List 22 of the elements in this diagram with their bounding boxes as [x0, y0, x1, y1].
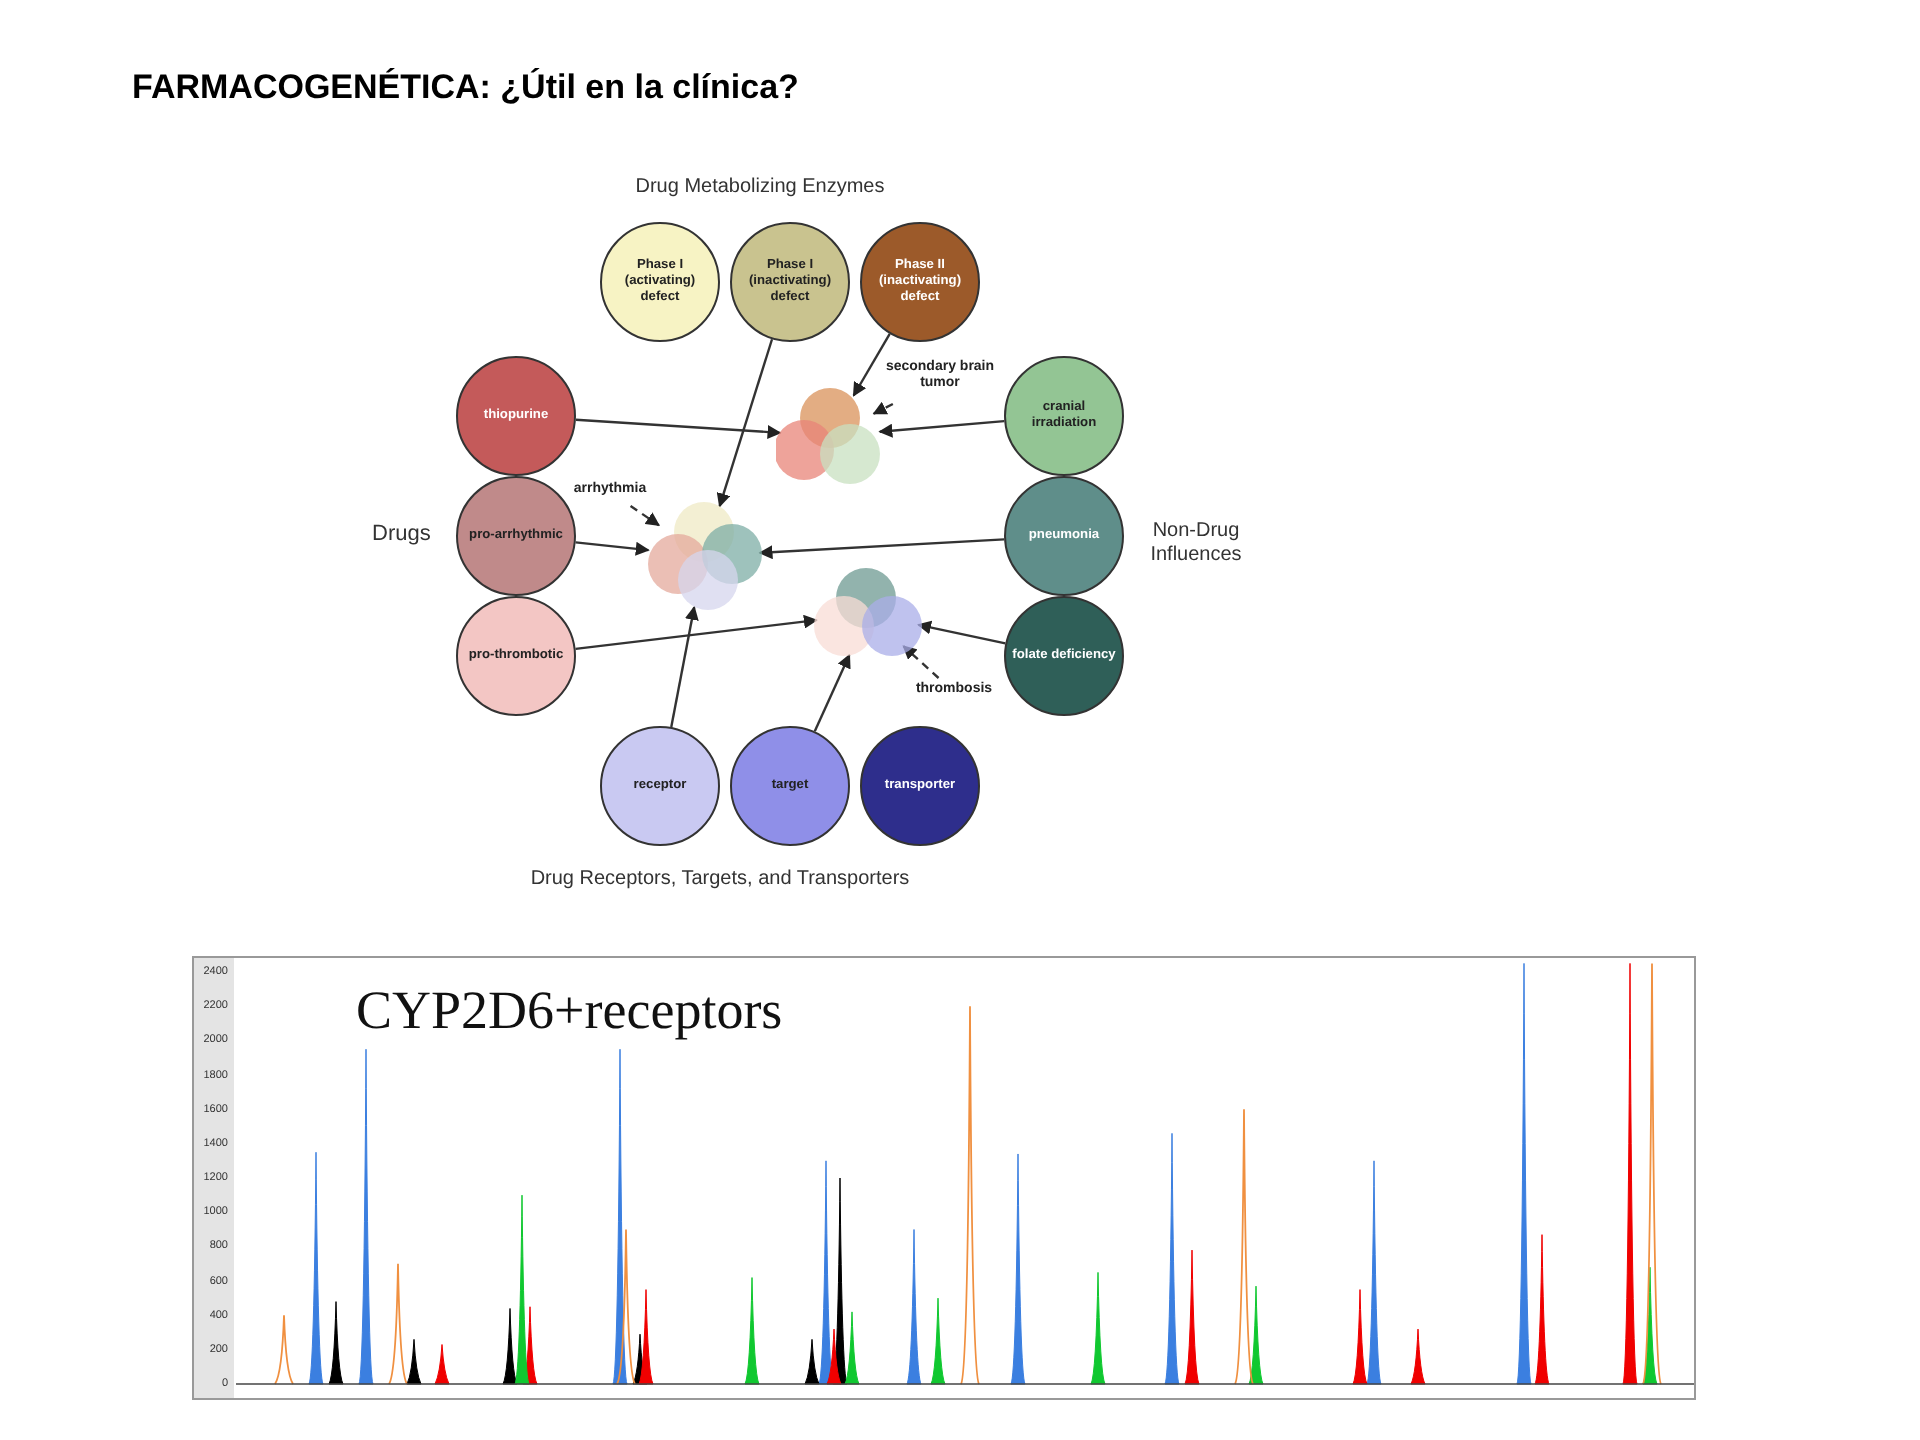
arrow: [902, 645, 940, 679]
section-heading: Non-Drug Influences: [1148, 520, 1244, 568]
arrow: [878, 419, 1005, 438]
arrow: [575, 418, 782, 439]
arrow: [917, 620, 1006, 645]
arrow: [716, 338, 774, 508]
arrow: [852, 333, 891, 397]
venn-circles: [776, 386, 884, 486]
slide-title: FARMACOGENÉTICA: ¿Útil en la clínica?: [132, 68, 799, 108]
arrow: [758, 538, 1005, 560]
section-heading: Drugs: [372, 522, 431, 546]
arrow: [872, 401, 894, 415]
section-heading: Drug Metabolizing Enzymes: [633, 176, 887, 198]
arrow: [670, 605, 699, 728]
chart-label: CYP2D6+receptors: [356, 980, 783, 1042]
section-heading: Drug Receptors, Targets, and Transporters: [528, 868, 912, 890]
arrow: [575, 541, 650, 556]
arrow: [575, 614, 818, 651]
venn-circles: [812, 566, 924, 662]
venn-circles: [644, 500, 764, 612]
arrow: [629, 505, 660, 527]
arrow: [813, 653, 851, 732]
